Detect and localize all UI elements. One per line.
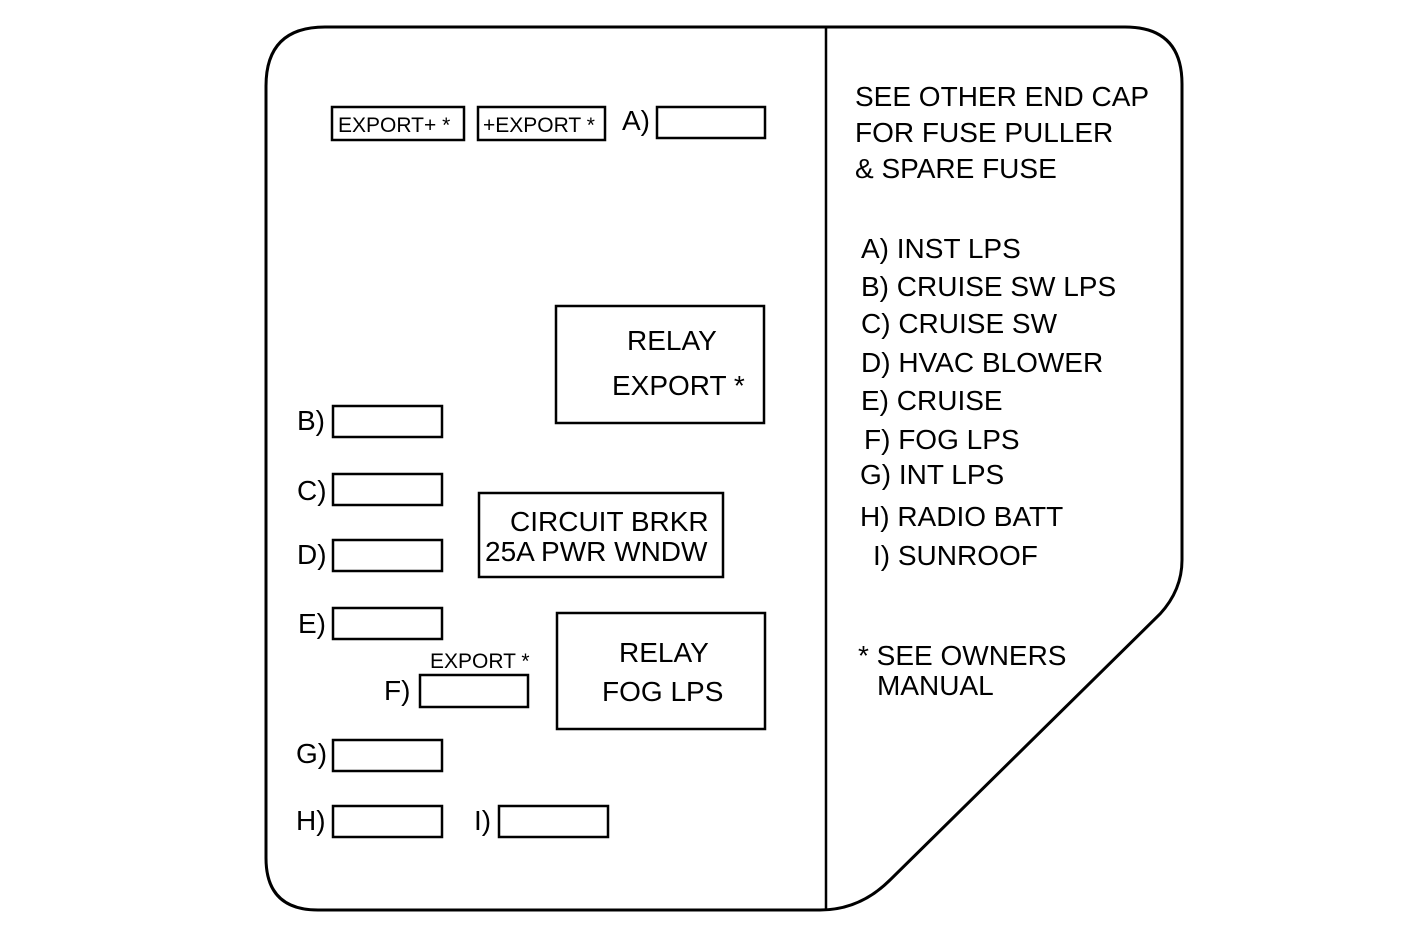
legend-item-h: H) RADIO BATT [860,501,1063,532]
top-export-box-2-label: +EXPORT * [483,114,595,137]
fuse-slot-d: D) [297,538,444,573]
fuse-slot-h-label: H) [296,805,326,836]
relay-fog-line1: RELAY [619,637,709,668]
legend-item-e: E) CRUISE [861,385,1003,416]
legend-item-b: B) CRUISE SW LPS [861,271,1116,302]
legend-item-g: G) INT LPS [860,459,1004,490]
fuse-slot-g-label: G) [296,738,327,769]
fuse-slot-h: H) [296,804,444,839]
legend-note-line-2: MANUAL [877,670,994,701]
fuse-slot-a: A) [622,105,767,140]
relay-export-line2: EXPORT * [612,370,745,401]
legend-item-i: I) SUNROOF [873,540,1038,571]
legend-item-d: D) HVAC BLOWER [861,347,1103,378]
legend-note-line-1: * SEE OWNERS [858,640,1066,671]
legend-item-a: A) INST LPS [861,233,1021,264]
fuse-slot-b-label: B) [297,405,325,436]
relay-export-line1: RELAY [627,325,717,356]
fuse-slot-a-label: A) [622,105,650,136]
legend-intro-line-2: FOR FUSE PULLER [855,117,1113,148]
fuse-slot-e-label: E) [298,608,326,639]
circuit-breaker-line2: 25A PWR WNDW [485,536,708,567]
legend-panel: SEE OTHER END CAP FOR FUSE PULLER & SPAR… [855,81,1149,701]
top-export-box-1-label: EXPORT+ * [338,114,450,137]
fuse-slot-i-label: I) [474,805,491,836]
fuse-slot-f-label: F) [384,675,410,706]
fuse-slot-f: EXPORT * F) [384,650,530,709]
fuse-slot-e: E) [298,606,444,641]
fuse-slot-i: I) [474,804,610,839]
circuit-breaker: CIRCUIT BRKR 25A PWR WNDW [477,491,725,579]
fuse-cover-outline [264,25,1184,912]
relay-export: RELAY EXPORT * [554,304,766,425]
relay-fog-line2: FOG LPS [602,676,723,707]
fuse-slot-d-label: D) [297,539,327,570]
relay-fog-lps: RELAY FOG LPS [555,611,767,731]
legend-intro-line-1: SEE OTHER END CAP [855,81,1149,112]
top-export-box-1: EXPORT+ * [330,105,466,142]
fuse-slot-g: G) [296,738,444,773]
legend-intro-line-3: & SPARE FUSE [855,153,1057,184]
fuse-slot-f-export-label: EXPORT * [430,650,530,673]
circuit-breaker-line1: CIRCUIT BRKR [510,506,709,537]
legend-item-f: F) FOG LPS [864,424,1020,455]
top-export-box-2: +EXPORT * [476,105,607,142]
legend-item-c: C) CRUISE SW [861,308,1058,339]
fuse-slot-b: B) [297,404,444,439]
fuse-slot-c-label: C) [297,475,327,506]
fuse-slot-c: C) [297,472,444,507]
